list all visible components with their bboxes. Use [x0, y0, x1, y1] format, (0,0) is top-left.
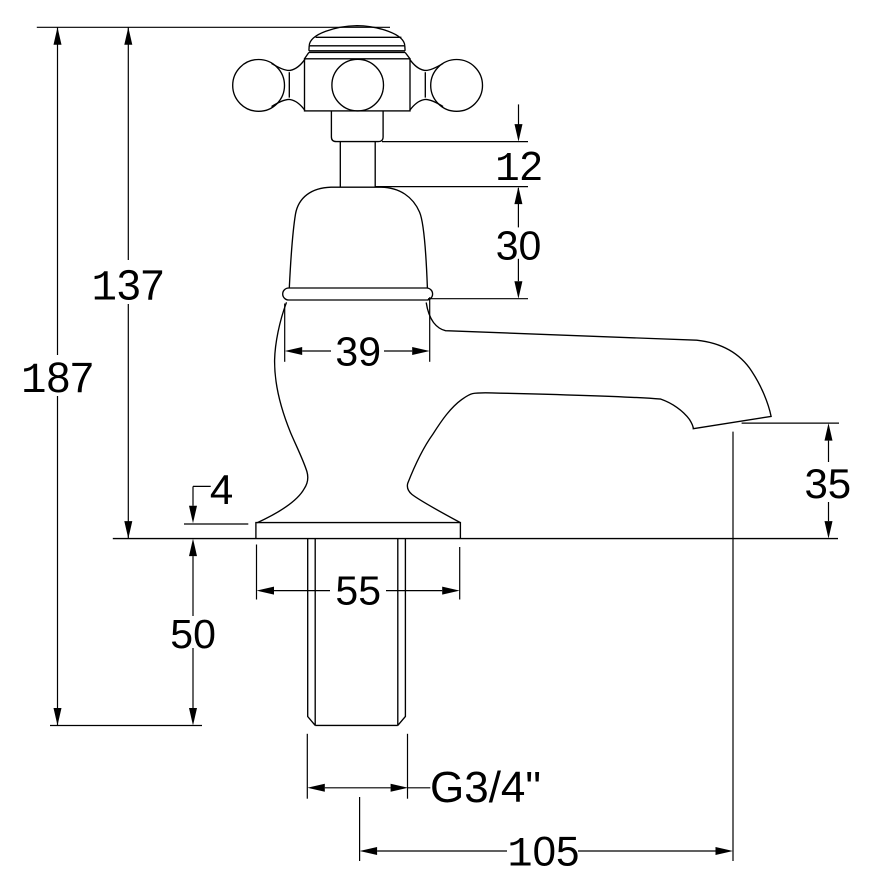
svg-text:55: 55	[335, 568, 381, 614]
svg-text:30: 30	[496, 222, 542, 268]
svg-text:105: 105	[507, 828, 579, 879]
svg-text:35: 35	[804, 460, 851, 507]
svg-text:4: 4	[210, 466, 233, 513]
svg-text:187: 187	[21, 355, 94, 405]
svg-text:12: 12	[495, 143, 542, 193]
svg-text:G3/4": G3/4"	[430, 763, 541, 812]
svg-text:39: 39	[335, 329, 381, 375]
svg-text:50: 50	[170, 611, 216, 657]
svg-text:137: 137	[92, 262, 165, 312]
